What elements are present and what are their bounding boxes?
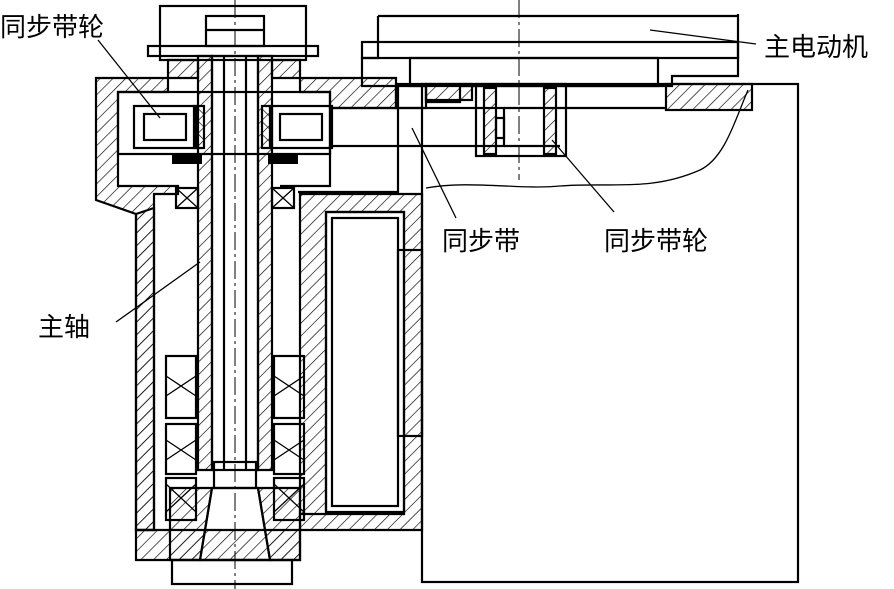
pulley-right [474,82,568,158]
bearings [164,186,306,522]
leader-lines [97,29,757,323]
label-spindle: 主轴 [38,313,90,343]
label-main-motor: 主电动机 [764,33,868,63]
label-pulley-right: 同步带轮 [604,227,708,257]
pulley-top-left [132,104,334,164]
label-timing-belt: 同步带 [442,227,520,257]
spindle-shaft [168,14,302,562]
label-pulley-top-left: 同步带轮 [0,13,104,43]
machine-frame [420,82,800,584]
main-motor [360,14,749,189]
